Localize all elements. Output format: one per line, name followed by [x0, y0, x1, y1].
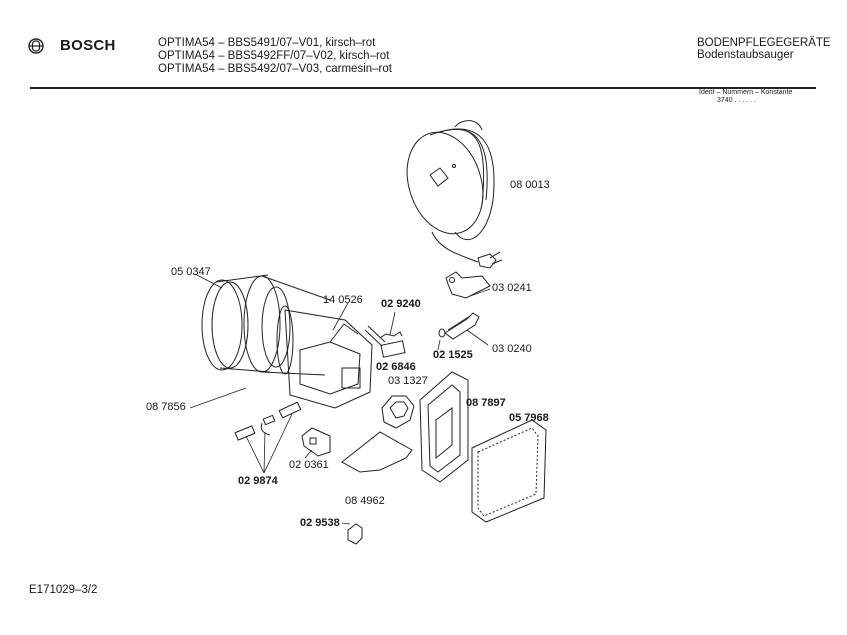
part-label-capacitor: 02 6846 — [376, 361, 416, 373]
part-label-bracket: 03 0241 — [492, 282, 532, 294]
model-line: OPTIMA54 – BBS5492/07–V03, carmesin–rot — [158, 63, 392, 75]
header-divider — [30, 87, 816, 89]
part-label-cord-reel: 08 0013 — [510, 179, 550, 191]
part-label-bearing-cap: 03 1327 — [388, 375, 428, 387]
ident-label: Ident – Nummern – Konstante — [699, 89, 793, 96]
bearing-cap-drawing — [381, 395, 415, 429]
part-label-filter: 05 7968 — [509, 412, 549, 424]
part-label-holder: 03 0240 — [492, 343, 532, 355]
seal-plate-drawing — [341, 431, 413, 473]
filter-drawing — [471, 419, 547, 523]
filter-frame-drawing — [419, 371, 469, 483]
part-label-clip: 02 9538 — [300, 517, 340, 529]
model-list: OPTIMA54 – BBS5491/07–V01, kirsch–rot OP… — [158, 37, 392, 76]
spring-clip-drawing — [379, 331, 403, 339]
clip-drawing — [347, 523, 363, 545]
category-block: BODENPFLEGEGERÄTE Bodenstaubsauger — [697, 37, 831, 61]
ident-value: 3740 . . . . . . — [717, 97, 756, 104]
category-title: BODENPFLEGEGERÄTE — [697, 37, 831, 49]
carbon-brushes-drawing — [234, 401, 302, 441]
bracket-drawing — [445, 271, 491, 299]
ident-block: Ident – Nummern – Konstante 3740 . . . .… — [699, 89, 792, 105]
motor-drawing — [284, 309, 373, 409]
motor-housing-front-drawing — [201, 274, 331, 376]
category-subtitle: Bodenstaubsauger — [697, 49, 794, 61]
part-label-carbon-brushes: 02 9874 — [238, 475, 278, 487]
model-line: OPTIMA54 – BBS5492FF/07–V02, kirsch–rot — [158, 50, 390, 62]
part-label-small-ring: 02 1525 — [433, 349, 473, 361]
part-label-motor-housing-rear: 08 7856 — [146, 401, 186, 413]
document-id: E171029–3/2 — [29, 584, 98, 596]
part-label-seal-plate: 08 4962 — [345, 495, 385, 507]
part-label-motor: 14 0526 — [323, 294, 363, 306]
part-label-spring-clip: 02 9240 — [381, 298, 421, 310]
part-label-filter-frame: 08 7897 — [466, 397, 506, 409]
holder-drawing — [438, 312, 480, 340]
part-label-circuit-board: 02 0361 — [289, 459, 329, 471]
circuit-board-drawing — [301, 427, 331, 457]
cord-reel-drawing — [406, 120, 503, 269]
capacitor-drawing — [364, 325, 406, 358]
leader-lines — [189, 273, 491, 525]
bosch-armature-icon — [28, 38, 44, 54]
brand-logo-text: BOSCH — [60, 37, 116, 54]
model-line: OPTIMA54 – BBS5491/07–V01, kirsch–rot — [158, 37, 376, 49]
part-label-motor-housing-front: 05 0347 — [171, 266, 211, 278]
